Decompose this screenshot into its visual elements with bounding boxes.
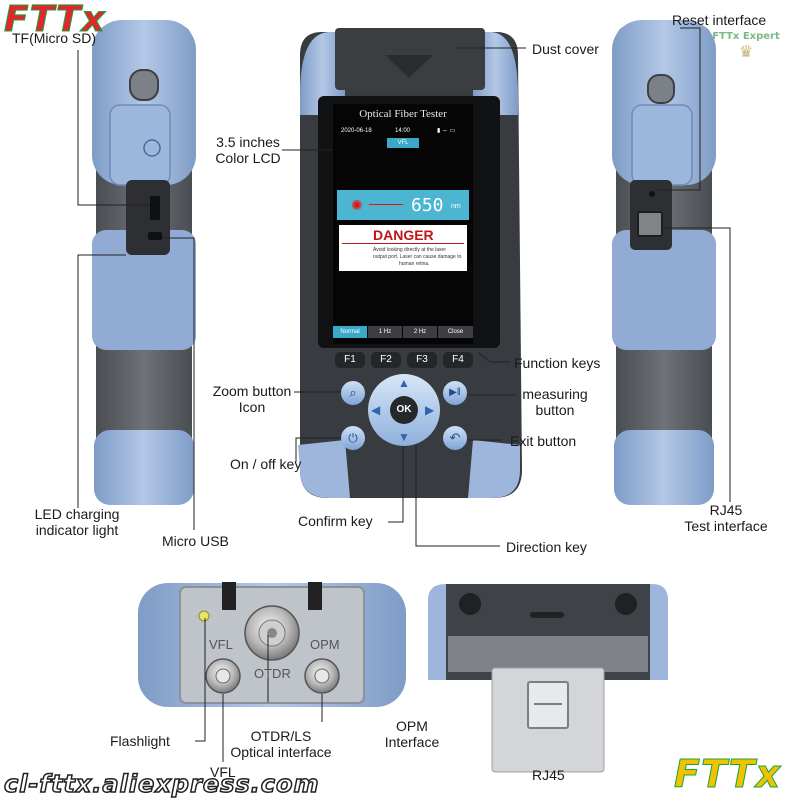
label-otdr-line1: OTDR/LS <box>250 728 312 744</box>
arrow-left-icon[interactable]: ◀ <box>371 403 381 417</box>
label-measuring-line1: measuring <box>522 386 588 402</box>
magnifier-icon: ⌕ <box>349 385 357 400</box>
label-led: LED charging indicator light <box>22 506 132 538</box>
label-otdr-line2: Optical interface <box>230 744 332 760</box>
arrow-right-icon[interactable]: ▶ <box>425 403 435 417</box>
left-side-view <box>92 20 196 505</box>
power-key[interactable]: ⏻ <box>341 426 365 450</box>
crown-icon: ♛ <box>738 44 754 61</box>
label-lcd-line2: Color LCD <box>215 150 281 166</box>
right-side-view <box>612 20 716 505</box>
screen-date: 2020-06-18 <box>341 128 372 134</box>
label-zoom: Zoom button Icon <box>200 383 304 415</box>
arrow-up-icon[interactable]: ▲ <box>398 376 410 390</box>
label-opm-line1: OPM <box>396 718 428 734</box>
label-lcd: 3.5 inches Color LCD <box>208 134 288 166</box>
micro-sd-slot <box>150 196 160 220</box>
screen-time: 14:00 <box>395 128 411 134</box>
label-confirm: Confirm key <box>298 513 373 529</box>
label-lcd-line1: 3.5 inches <box>216 134 280 150</box>
danger-line-2: output port. Laser can cause damage to <box>373 254 462 260</box>
ports-top-view <box>138 582 406 707</box>
label-on-off: On / off key <box>230 456 302 472</box>
danger-panel: DANGER Avoid looking directly at the las… <box>339 225 467 271</box>
screen-status-icons: ▮ ⇔ ▭ <box>437 128 456 134</box>
softkey-normal[interactable]: Normal <box>333 326 367 338</box>
label-vfl: VFL <box>210 764 236 780</box>
label-dust-cover: Dust cover <box>532 41 599 57</box>
label-exit: Exit button <box>510 433 577 449</box>
wavelength-value: 650 <box>411 195 444 216</box>
store-url: cl-fttx.aliexpress.com <box>3 769 320 799</box>
brand-logo-bottom: FTTx <box>673 752 782 797</box>
label-otdr-ls: OTDR/LS Optical interface <box>218 728 344 760</box>
label-rj45-bottom: RJ45 <box>532 767 565 783</box>
softkey-close[interactable]: Close <box>438 326 473 338</box>
arrow-down-icon[interactable]: ▼ <box>398 430 410 444</box>
reset-hole <box>649 191 655 197</box>
key-f2[interactable]: F2 <box>371 352 401 368</box>
label-zoom-line1: Zoom button <box>212 383 292 399</box>
exit-key[interactable]: ↶ <box>443 426 467 450</box>
label-rj45: RJ45 Test interface <box>674 502 778 534</box>
ok-key[interactable]: OK <box>390 396 418 424</box>
label-opm: OPM Interface <box>370 718 454 750</box>
softkey-1hz[interactable]: 1 Hz <box>368 326 402 338</box>
wavelength-unit: nm <box>451 203 461 210</box>
label-micro-sd: TF(Micro SD) <box>12 30 96 46</box>
label-rj45-line1: RJ45 <box>709 502 743 518</box>
direction-pad: ▲ ▼ ◀ ▶ OK <box>368 374 440 446</box>
label-led-line2: indicator light <box>35 522 119 538</box>
brand-stamp: FTTx Expert ♛ <box>698 26 794 66</box>
label-led-line1: LED charging <box>34 506 120 522</box>
micro-usb-port <box>148 232 162 240</box>
label-rj45-line2: Test interface <box>684 518 768 534</box>
danger-line-1: Avoid looking directly at the laser <box>373 247 447 253</box>
key-f1[interactable]: F1 <box>335 352 365 368</box>
back-arrow-icon: ↶ <box>449 430 461 445</box>
label-measuring-line2: button <box>535 402 575 418</box>
label-function-keys: Function keys <box>514 355 601 371</box>
label-micro-usb: Micro USB <box>162 533 229 549</box>
softkey-bar: Normal 1 Hz 2 Hz Close <box>333 326 473 338</box>
laser-icon: ✺ <box>351 197 363 213</box>
port-label-otdr: OTDR <box>254 666 291 681</box>
wavelength-panel: ✺ 650 nm <box>337 190 469 220</box>
bottom-view <box>428 584 668 773</box>
measure-key[interactable]: ▶‖ <box>443 381 467 405</box>
label-reset-interface: Reset interface <box>672 12 767 28</box>
label-flashlight: Flashlight <box>110 733 170 749</box>
danger-line-3: human retina. <box>399 261 430 267</box>
rj45-port <box>637 211 663 237</box>
usb-icon <box>143 139 161 157</box>
play-pause-icon: ▶‖ <box>449 387 461 398</box>
zoom-key[interactable]: ⌕ <box>341 381 365 405</box>
device-screen: Optical Fiber Tester 2020-06-18 14:00 ▮ … <box>333 104 473 344</box>
label-measuring: measuring button <box>510 386 600 418</box>
key-f3[interactable]: F3 <box>407 352 437 368</box>
port-label-vfl: VFL <box>209 637 233 652</box>
brand-logo-top: FTTx <box>4 0 106 40</box>
key-f4[interactable]: F4 <box>443 352 473 368</box>
callout-lines <box>77 27 731 762</box>
tab-vfl[interactable]: VFL <box>387 138 419 148</box>
label-zoom-line2: Icon <box>238 399 266 415</box>
label-direction: Direction key <box>506 539 587 555</box>
danger-title: DANGER <box>373 227 434 243</box>
port-label-opm: OPM <box>310 637 340 652</box>
label-opm-line2: Interface <box>384 734 440 750</box>
stamp-text: FTTx Expert <box>712 31 780 42</box>
softkey-2hz[interactable]: 2 Hz <box>403 326 437 338</box>
screen-header: Optical Fiber Tester <box>359 108 447 120</box>
power-icon: ⏻ <box>348 431 358 445</box>
